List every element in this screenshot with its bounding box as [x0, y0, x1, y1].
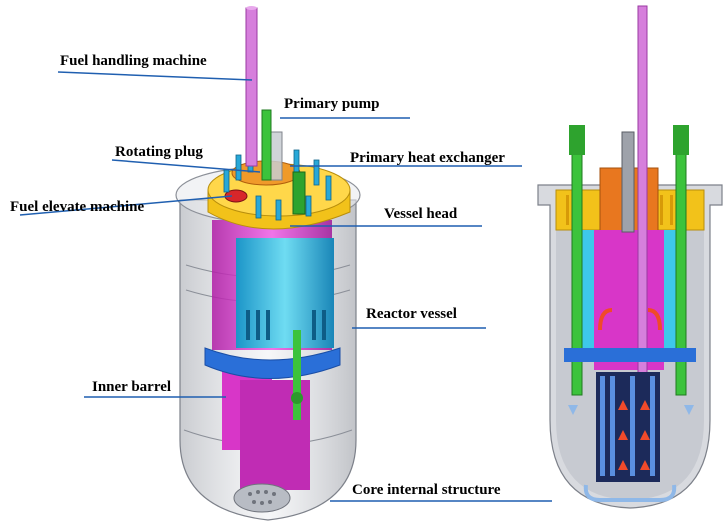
- section-core: [596, 372, 660, 482]
- pump-flange: [291, 392, 303, 404]
- label-fuel-handling-machine: Fuel handling machine: [60, 53, 207, 69]
- section-fuel-handling-rod: [637, 5, 648, 387]
- grid-holes: [248, 490, 276, 505]
- label-reactor-vessel: Reactor vessel: [366, 306, 457, 322]
- reactor-cross-section: [537, 5, 723, 509]
- label-inner-barrel: Inner barrel: [92, 379, 172, 395]
- core-internal-cylinder: [236, 238, 334, 348]
- label-vessel-head: Vessel head: [384, 206, 458, 222]
- support-ring: [204, 347, 341, 379]
- label-fuel-elevate-machine: Fuel elevate machine: [10, 199, 145, 215]
- section-pump-motor-right: [673, 125, 689, 155]
- leader-lines: [19, 71, 552, 502]
- label-primary-heat-exchanger: Primary heat exchanger: [350, 150, 505, 166]
- core-assemblies: [600, 376, 655, 476]
- label-rotating-plug: Rotating plug: [115, 144, 203, 160]
- pump-lower-pipe: [293, 330, 301, 420]
- fuel-handling-rod: [245, 7, 258, 167]
- core-bottom-grid: [233, 483, 291, 513]
- reactor-3d-view: [175, 6, 361, 521]
- section-inner-barrel: [594, 230, 664, 370]
- fuel-handling-rod-top: [246, 6, 257, 10]
- primary-pump-shaft: [261, 109, 272, 181]
- section-central-column: [621, 131, 635, 233]
- label-primary-pump: Primary pump: [284, 96, 380, 112]
- section-pump-motor-left: [569, 125, 585, 155]
- section-support-ring: [564, 348, 696, 362]
- core-slots: [246, 310, 326, 340]
- cold-flow-arrows: [568, 405, 694, 502]
- primary-pump-motor: [292, 171, 306, 215]
- label-core-internal-structure: Core internal structure: [352, 482, 501, 498]
- hot-flow-arrows: [598, 308, 662, 470]
